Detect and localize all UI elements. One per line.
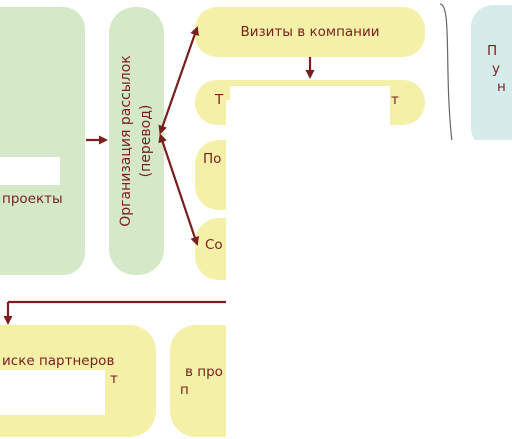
- left-green-box: [0, 7, 85, 275]
- right-cyan-box-top: [471, 5, 512, 150]
- bottom-mid-line2: п: [180, 382, 189, 398]
- tech-partial-right-text: т: [391, 92, 399, 108]
- tech-partial-text: Т: [215, 92, 224, 108]
- support-partial-line1: По: [203, 151, 222, 167]
- bottom-mid-line1: в про: [185, 364, 223, 380]
- mailing-organization-box: [109, 7, 164, 275]
- occluded-region-main: [226, 140, 512, 439]
- arrow-mailing-visits: [158, 26, 199, 135]
- right-cyan-line1: П: [487, 43, 498, 59]
- left-green-text: проекты: [2, 191, 63, 207]
- occluded-region-upper: [226, 100, 390, 140]
- left-green-mask: [0, 157, 60, 185]
- arrow-mailing-co: [158, 133, 200, 246]
- visits-box: [195, 7, 425, 57]
- bottom-left-mask: [0, 370, 105, 415]
- visits-text: Визиты в компании: [240, 24, 380, 40]
- right-cyan-line2: у: [492, 61, 500, 77]
- occluded-region-tech-gap: [230, 86, 390, 100]
- bottom-left-line2: т: [110, 371, 118, 387]
- bottom-left-line1: иске партнеров: [2, 353, 115, 369]
- co-partial-text: Со: [205, 237, 223, 253]
- right-cyan-line3: н: [497, 79, 506, 95]
